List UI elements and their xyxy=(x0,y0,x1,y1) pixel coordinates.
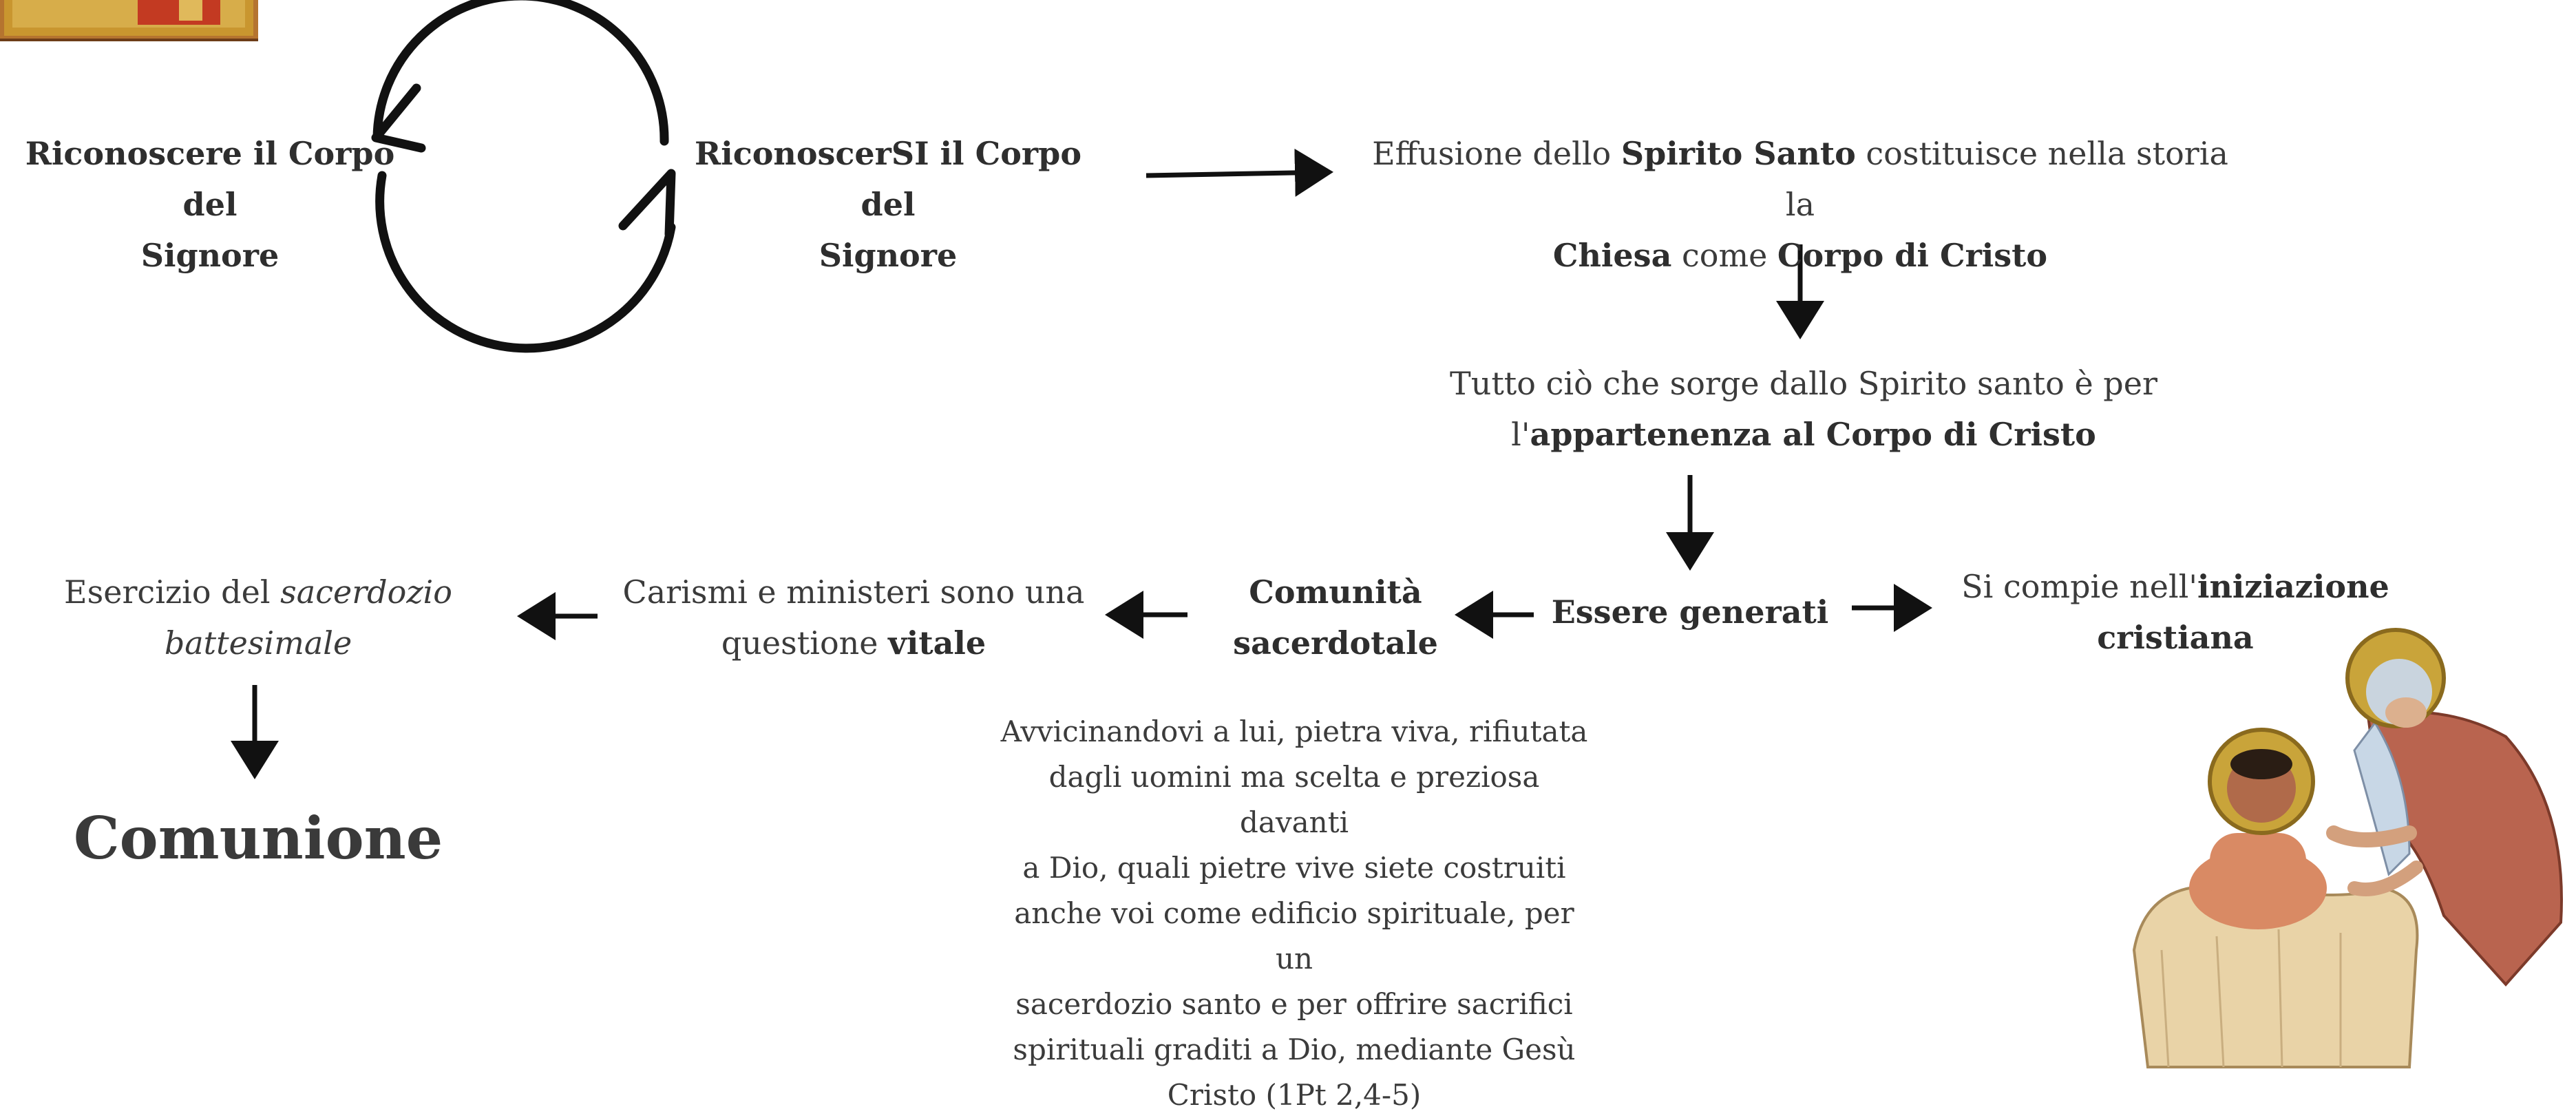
cycle-arrows xyxy=(371,0,676,353)
quote-line: spirituali graditi a Dio, mediante Gesù xyxy=(1013,1033,1576,1066)
tutto-line1: Tutto ciò che sorge dallo Spirito santo … xyxy=(1450,365,2157,402)
tutto-part2: appartenenza al Corpo di Cristo xyxy=(1530,416,2096,453)
node-riconoscersi-line2: Signore xyxy=(819,237,958,274)
node-riconoscere-line2: Signore xyxy=(140,237,279,274)
carismi-line1: Carismi e ministeri sono una xyxy=(622,573,1085,611)
scripture-quote: Avvicinandovi a lui, pietra viva, rifiut… xyxy=(991,709,1597,1118)
node-riconoscere-line1: Riconoscere il Corpo del xyxy=(25,135,395,223)
flow-arrows xyxy=(231,148,1932,779)
iniziazione-part2: iniziazione xyxy=(2197,568,2389,605)
node-riconoscersi-corpo: RiconoscerSI il Corpo del Signore xyxy=(678,128,1098,281)
quote-line: anche voi come edificio spirituale, per … xyxy=(1014,896,1574,975)
effusione-text-6: Corpo di Cristo xyxy=(1777,237,2048,274)
quote-line: Avvicinandovi a lui, pietra viva, rifiut… xyxy=(1000,715,1588,748)
iniziazione-part1: Si compie nell' xyxy=(1961,568,2198,605)
essere-label: Essere generati xyxy=(1551,593,1829,631)
iniziazione-part3: cristiana xyxy=(2097,619,2254,656)
tutto-part1: l' xyxy=(1511,416,1530,453)
node-effusione-spirito: Effusione dello Spirito Santo costituisc… xyxy=(1360,128,2241,281)
comunione-label: Comunione xyxy=(73,804,443,872)
quote-line: sacerdozio santo e per offrire sacrifici xyxy=(1015,987,1573,1021)
carismi-part2: vitale xyxy=(888,624,986,662)
quote-line: dagli uomini ma scelta e preziosa davant… xyxy=(1048,760,1540,839)
node-tutto-cio: Tutto ciò che sorge dallo Spirito santo … xyxy=(1432,358,2175,460)
arrow-riconoscersi-to-effusione xyxy=(1146,148,1333,197)
esercizio-part1: Esercizio del xyxy=(64,573,281,611)
effusione-text-3: costituisce nella storia la xyxy=(1785,135,2228,223)
esercizio-part3: battesimale xyxy=(164,624,352,662)
node-comunione: Comunione xyxy=(48,804,468,873)
carismi-part1: questione xyxy=(721,624,889,662)
node-iniziazione-cristiana: Si compie nell'iniziazione cristiana xyxy=(1941,561,2409,663)
effusione-text-5: come xyxy=(1671,237,1777,274)
node-carismi-ministeri: Carismi e ministeri sono una questione v… xyxy=(613,567,1095,668)
effusione-text-4: Chiesa xyxy=(1552,237,1672,274)
comunita-line1: Comunità xyxy=(1249,573,1422,611)
node-riconoscere-corpo: Riconoscere il Corpo del Signore xyxy=(7,128,413,281)
corner-illustration xyxy=(0,0,258,41)
effusione-text-1: Effusione dello xyxy=(1372,135,1621,172)
esercizio-part2: sacerdozio xyxy=(280,573,452,611)
baptism-illustration xyxy=(2132,628,2563,1068)
quote-line: a Dio, quali pietre vive siete costruiti xyxy=(1022,851,1566,885)
quote-line: Cristo (1Pt 2,4-5) xyxy=(1167,1078,1422,1112)
node-comunita-sacerdotale: Comunità sacerdotale xyxy=(1198,567,1473,668)
comunita-line2: sacerdotale xyxy=(1233,624,1438,662)
diagram-arrows xyxy=(231,0,1932,779)
effusione-text-2: Spirito Santo xyxy=(1620,135,1856,172)
node-esercizio-sacerdozio: Esercizio del sacerdozio battesimale xyxy=(48,567,468,668)
node-riconoscersi-line1: RiconoscerSI il Corpo del xyxy=(694,135,1082,223)
node-essere-generati: Essere generati xyxy=(1535,587,1845,637)
